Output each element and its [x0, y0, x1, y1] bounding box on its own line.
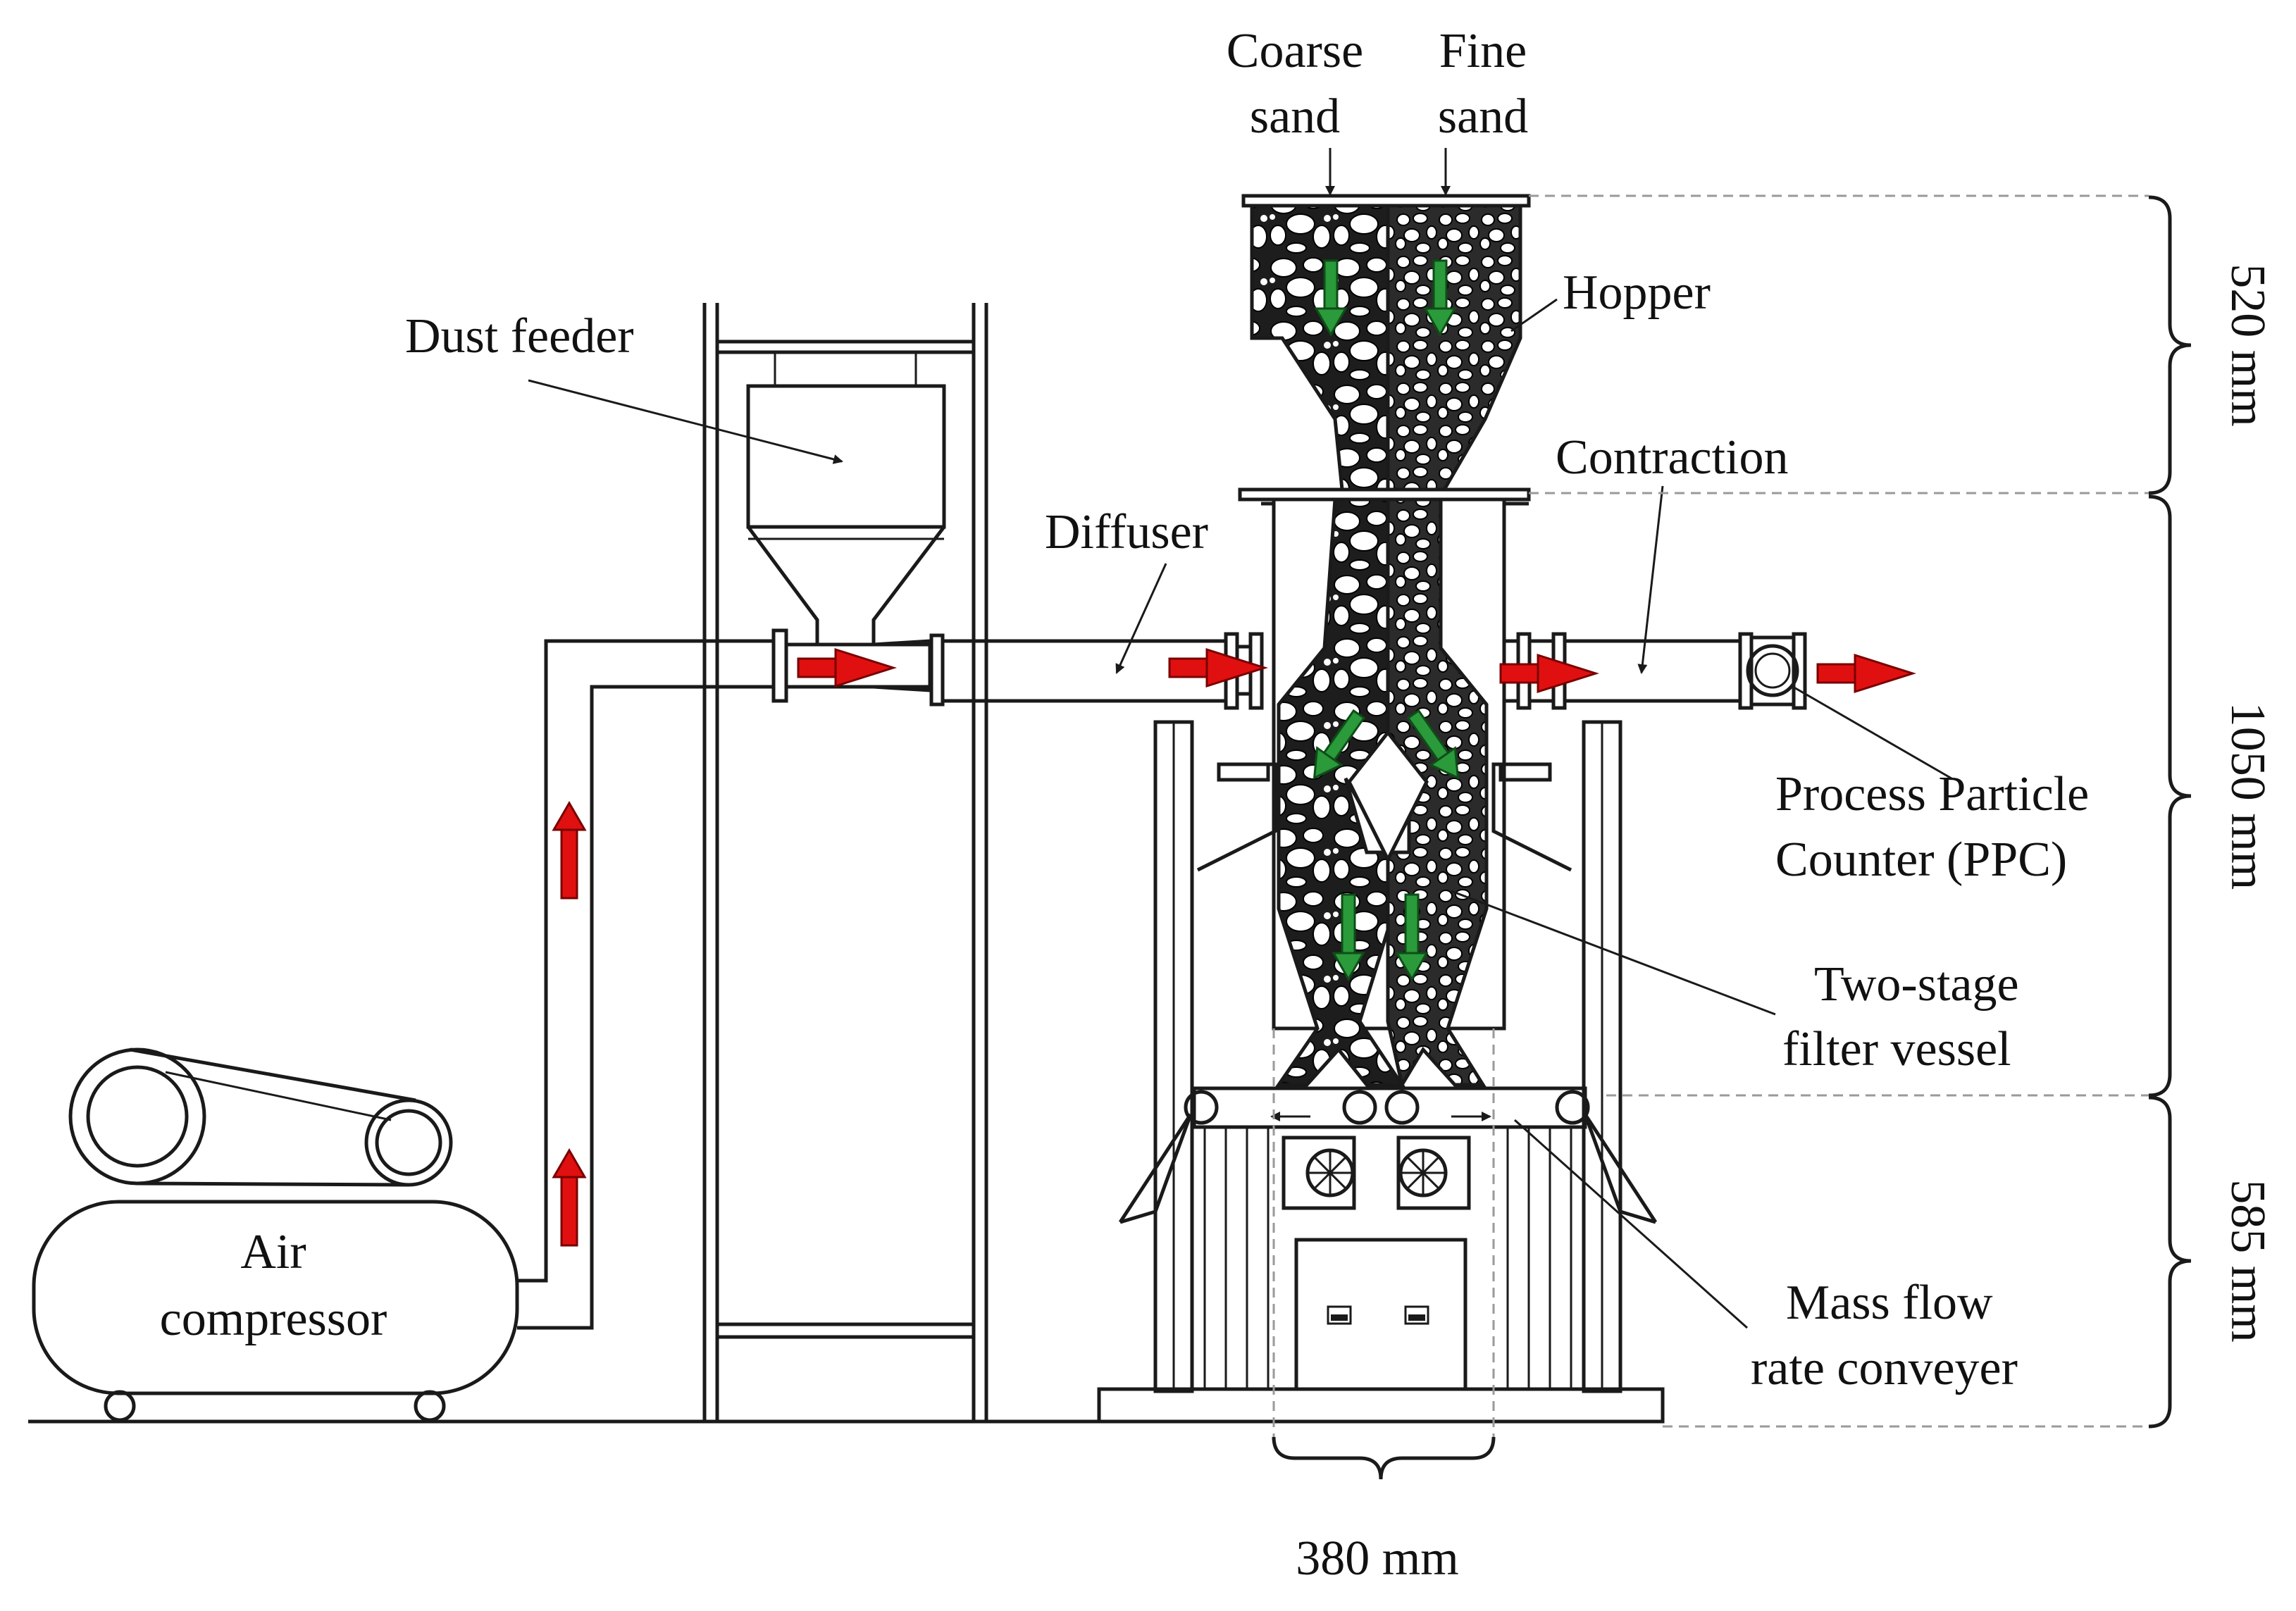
- dimension-width: 380 mm: [1296, 1531, 1458, 1586]
- diffuser-label: Diffuser: [1045, 505, 1208, 559]
- air-supply-pipe: [517, 639, 781, 1330]
- dimension-hopper-height: 520 mm: [2221, 263, 2275, 426]
- process-particle-counter: Process Particle Counter (PPC): [1746, 644, 2089, 887]
- air-flow-arrow-right-4: [1816, 653, 1916, 694]
- support-stand: [1097, 720, 1665, 1424]
- air-flow-arrow-up-2: [552, 1148, 587, 1247]
- fine-sand-label-2: sand: [1438, 89, 1528, 144]
- diffuser-duct: Diffuser: [771, 505, 1264, 710]
- dust-feeder-label: Dust feeder: [405, 309, 634, 363]
- dimension-bracket-width: 380 mm: [1272, 1436, 1496, 1586]
- coarse-sand-label-1: Coarse: [1227, 24, 1363, 78]
- air-flow-arrow-right-3: [1499, 653, 1599, 694]
- dust-feeder-leader: [528, 379, 843, 464]
- contraction-label: Contraction: [1556, 430, 1788, 485]
- filter-vessel-label-1: Two-stage: [1814, 957, 2019, 1012]
- ppc-leader: [1792, 685, 1952, 780]
- air-flow-arrow-right-1: [797, 647, 897, 688]
- dimension-conveyer-height: 585 mm: [2221, 1179, 2275, 1342]
- air-compressor-label-1: Air: [240, 1225, 306, 1279]
- sand-flow-arrow-fine-outlet: [1395, 893, 1429, 982]
- dimension-bracket-vessel: 1050 mm: [2148, 495, 2275, 1097]
- air-compressor: Air compressor: [32, 1047, 519, 1422]
- sand-flow-arrow-coarse-outlet: [1332, 893, 1365, 982]
- dimension-bracket-conveyer: 585 mm: [2148, 1095, 2275, 1429]
- hopper-leader: [1510, 298, 1558, 332]
- filter-vessel-label-2: filter vessel: [1782, 1022, 2011, 1076]
- ppc-label-2: Counter (PPC): [1775, 833, 2067, 887]
- dimension-guides: [1272, 194, 2149, 1444]
- sand-flow-arrow-fine-hopper: [1423, 259, 1457, 337]
- contraction-leader: [1637, 485, 1664, 674]
- dust-feeder: Dust feeder: [405, 303, 988, 1422]
- sand-flow-arrows: [1313, 259, 1460, 982]
- hopper: Hopper: [1238, 194, 1711, 502]
- dimension-vessel-height: 1050 mm: [2221, 702, 2275, 890]
- dimension-bracket-hopper: 520 mm: [2148, 195, 2275, 495]
- mass-flow-conveyer: Mass flow rate conveyer: [1118, 1086, 2018, 1395]
- air-flow-arrow-right-2: [1168, 647, 1268, 688]
- sand-flow-arrow-coarse-diverge: [1313, 709, 1366, 780]
- conveyer-leader: [1514, 1119, 1748, 1329]
- air-flow-arrow-up-1: [552, 801, 587, 900]
- conveyer-label-2: rate conveyer: [1751, 1341, 2018, 1395]
- sand-flow-arrow-coarse-hopper: [1314, 259, 1348, 337]
- filter-vessel-leader: [1451, 890, 1776, 1016]
- ppc-label-1: Process Particle: [1775, 767, 2089, 821]
- conveyer-label-1: Mass flow: [1786, 1276, 1993, 1330]
- sand-flow-arrow-fine-diverge: [1406, 709, 1460, 780]
- diffuser-leader: [1115, 563, 1167, 674]
- air-compressor-label-2: compressor: [160, 1292, 387, 1346]
- coarse-sand-label-2: sand: [1250, 89, 1340, 144]
- fine-sand-label-1: Fine: [1439, 24, 1527, 78]
- hopper-label: Hopper: [1563, 266, 1711, 320]
